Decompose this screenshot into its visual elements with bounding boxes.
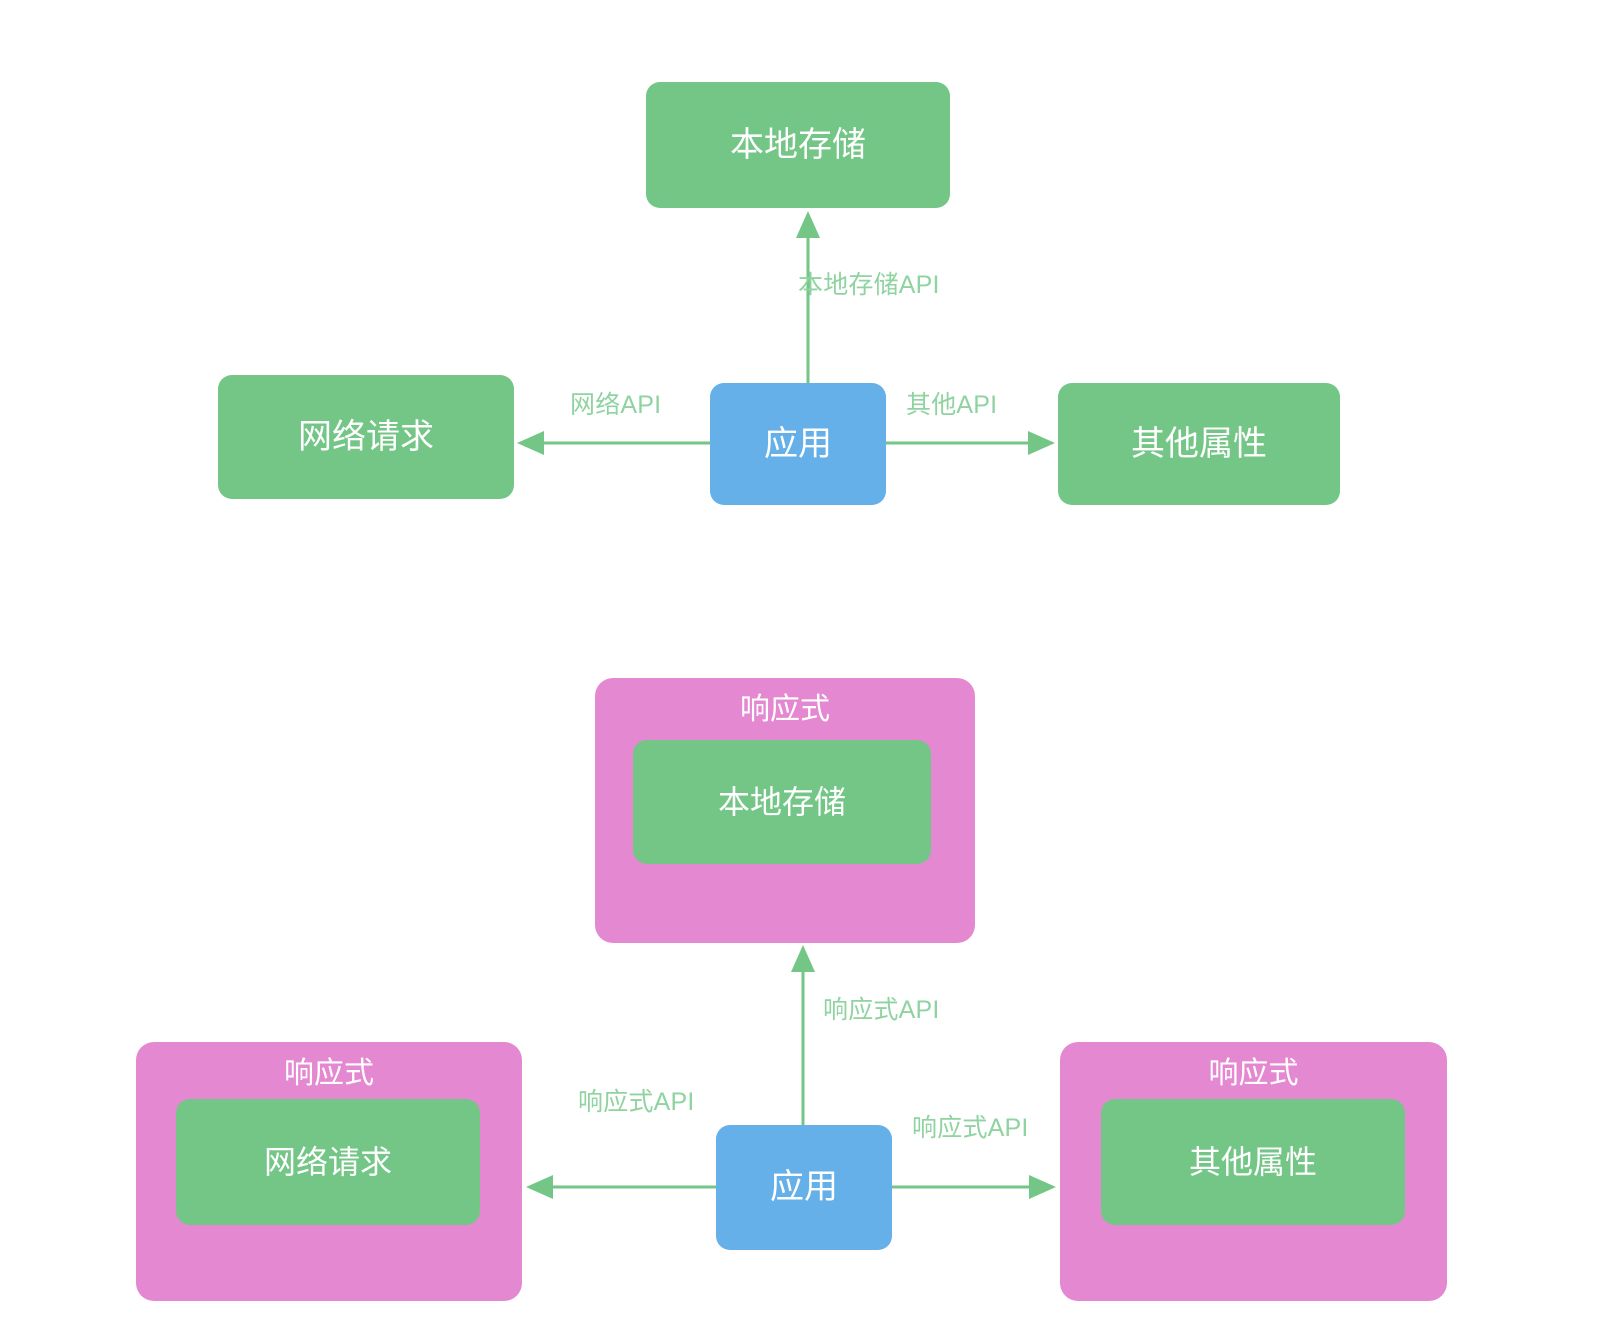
edge-label-reactive-api-up: 响应式API — [823, 996, 940, 1024]
wrapper-label: 响应式 — [284, 1057, 374, 1090]
edge-label-local-storage-api: 本地存储API — [798, 271, 940, 299]
node-label: 应用 — [770, 1168, 838, 1207]
edge-label-other-api: 其他API — [906, 391, 998, 419]
node-other-attributes-upper[interactable]: 其他属性 — [1058, 383, 1340, 505]
node-label: 本地存储 — [717, 783, 846, 820]
wrapper-reactive-local-storage[interactable]: 响应式 本地存储 — [595, 678, 975, 943]
wrapper-label: 响应式 — [740, 693, 830, 726]
node-local-storage-upper[interactable]: 本地存储 — [646, 82, 950, 208]
node-label: 其他属性 — [1131, 424, 1267, 463]
node-network-request-upper[interactable]: 网络请求 — [218, 375, 514, 499]
node-other-attributes-lower[interactable]: 其他属性 — [1101, 1099, 1405, 1225]
node-label: 网络请求 — [263, 1143, 392, 1180]
node-label: 网络请求 — [298, 417, 434, 456]
edge-label-reactive-api-right: 响应式API — [912, 1114, 1029, 1142]
wrapper-label: 响应式 — [1208, 1057, 1299, 1090]
node-label: 应用 — [764, 424, 832, 463]
node-app-upper[interactable]: 应用 — [710, 383, 886, 505]
node-label: 本地存储 — [730, 125, 866, 164]
node-local-storage-lower[interactable]: 本地存储 — [633, 740, 931, 864]
wrapper-reactive-other-attributes[interactable]: 响应式 其他属性 — [1060, 1042, 1447, 1301]
node-network-request-lower[interactable]: 网络请求 — [176, 1099, 480, 1225]
edge-label-network-api: 网络API — [570, 391, 662, 419]
edge-label-reactive-api-left: 响应式API — [578, 1088, 695, 1116]
node-label: 其他属性 — [1188, 1143, 1317, 1180]
node-app-lower[interactable]: 应用 — [716, 1125, 892, 1250]
wrapper-reactive-network-request[interactable]: 响应式 网络请求 — [136, 1042, 522, 1301]
